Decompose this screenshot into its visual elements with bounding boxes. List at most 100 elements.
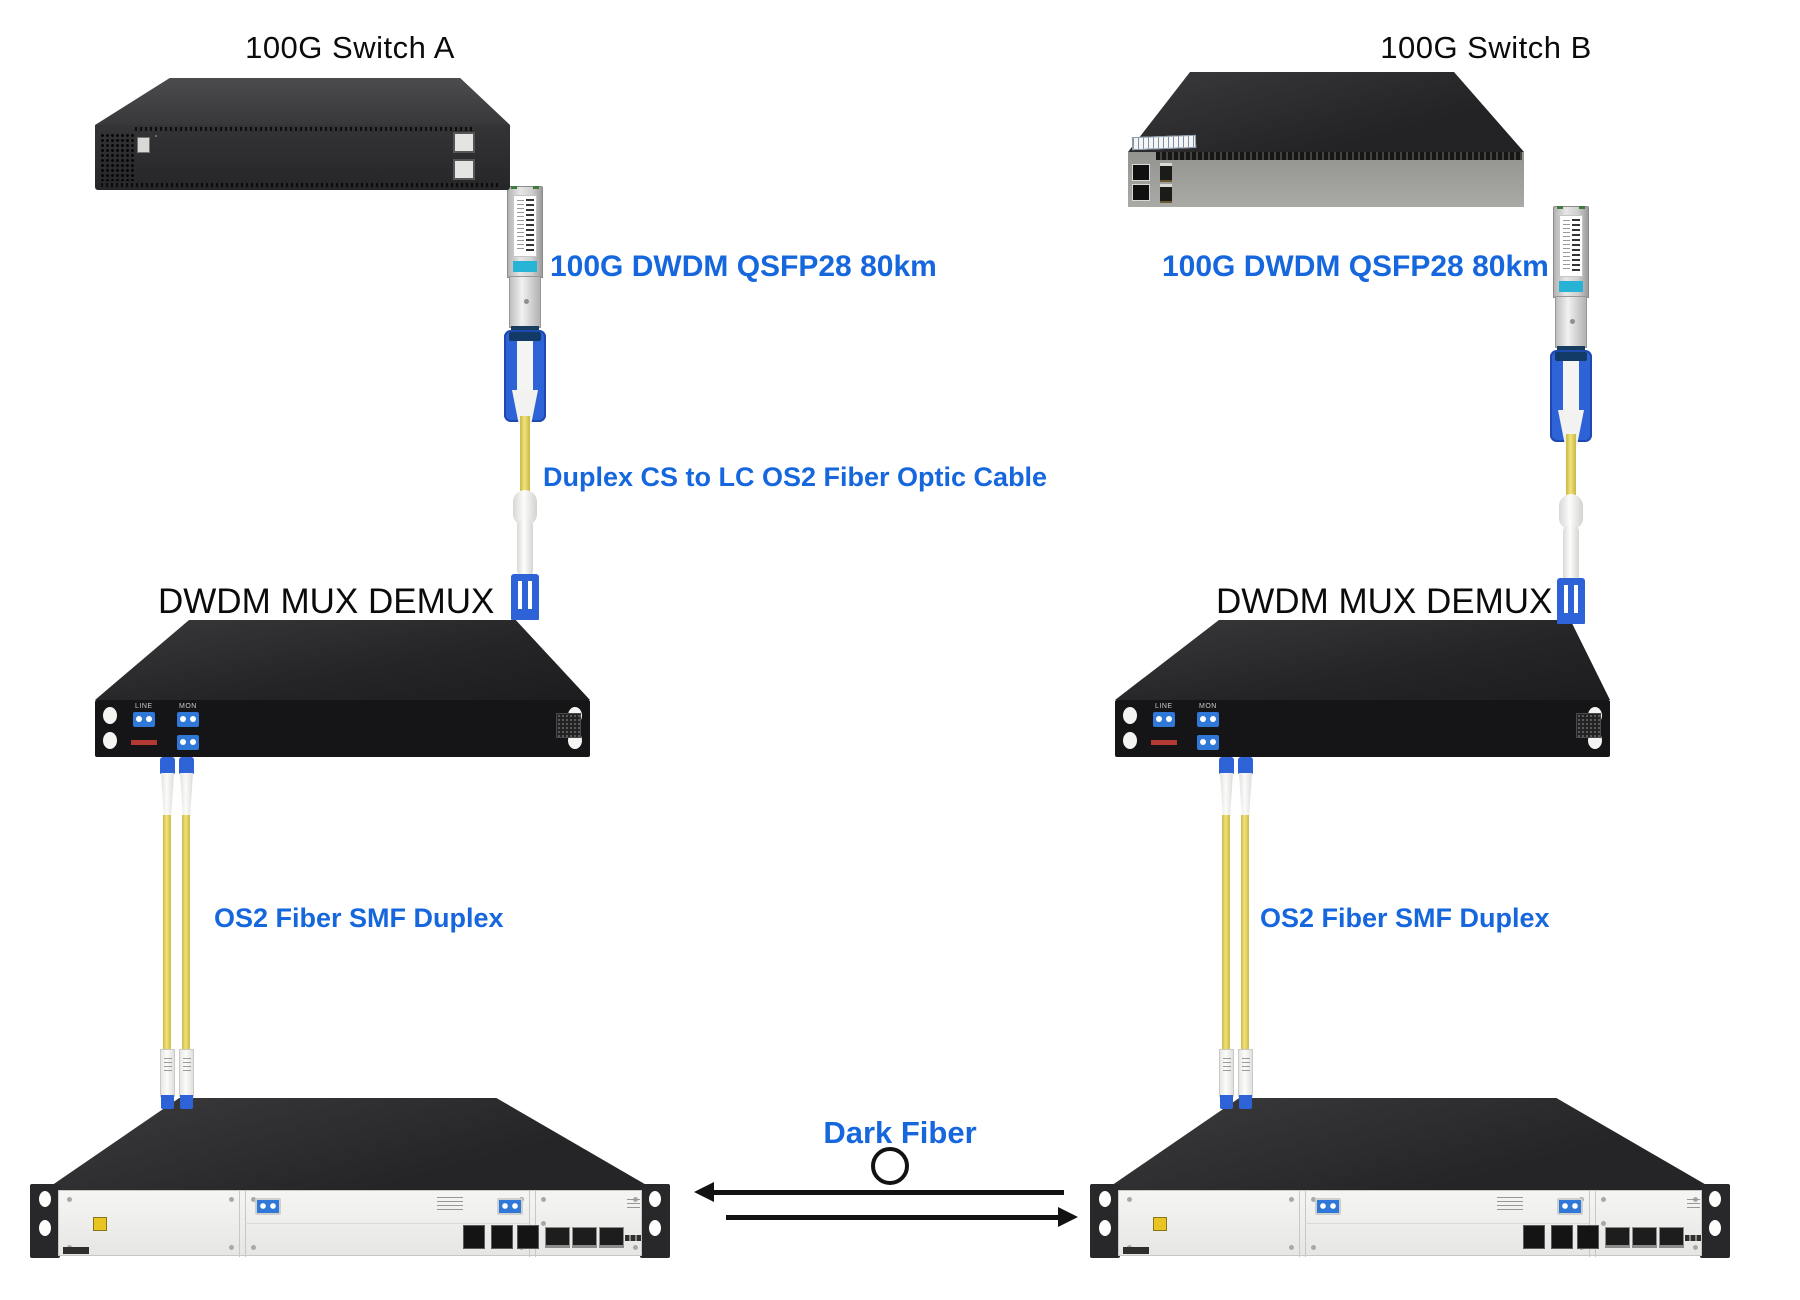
- brand-mark: [131, 740, 157, 745]
- lc-connector-body: [180, 773, 193, 817]
- laser-warning-icon: [93, 1217, 107, 1231]
- module-seam: [535, 1191, 536, 1257]
- sfp-cage: [545, 1227, 570, 1248]
- console-port: [137, 137, 150, 153]
- lc-connector-body: [1238, 1049, 1253, 1097]
- rj45-port: [517, 1225, 539, 1249]
- mon-port-label: MON: [179, 703, 197, 710]
- chassis-top-cover: [45, 1098, 655, 1190]
- module-seam: [247, 1223, 529, 1224]
- management-ports: [453, 132, 477, 184]
- dark-fiber-annotation: Dark Fiber: [823, 1115, 977, 1150]
- panel-print: [627, 1199, 640, 1211]
- channel-port-grid: [1243, 782, 1573, 835]
- panel-print: [437, 1197, 463, 1211]
- chassis-top-cover: [1105, 1098, 1715, 1190]
- sfp-cage: [1659, 1227, 1684, 1248]
- mux-annotation-left: DWDM MUX DEMUX: [158, 582, 495, 621]
- dwdm-mux-demux-b: LINE MON: [1115, 620, 1610, 757]
- lc-connector-top: [1238, 757, 1253, 774]
- brand-tag: [513, 261, 537, 272]
- module-seam: [1299, 1191, 1300, 1257]
- status-leds: [1685, 1235, 1701, 1241]
- screw: [1311, 1197, 1316, 1202]
- switch-b-device: [1126, 72, 1526, 207]
- rj45-port: [1523, 1225, 1545, 1249]
- fiber-patch-segment: [520, 416, 530, 494]
- sfp-cage: [1632, 1227, 1657, 1248]
- line-mon-port-block: LINE MON: [131, 702, 217, 755]
- rack-ear-right: [640, 1184, 670, 1258]
- lc-connector-top: [1219, 757, 1234, 774]
- asset-sticker: [1131, 134, 1197, 151]
- module-seam: [529, 1191, 530, 1257]
- transport-chassis-b: [1090, 1098, 1730, 1260]
- lc-connector-top: [160, 757, 175, 774]
- mux-front-panel: LINE MON: [95, 700, 590, 757]
- rj45-port: [1551, 1225, 1573, 1249]
- screw: [1601, 1197, 1606, 1202]
- mux-annotation-right: DWDM MUX DEMUX: [1216, 582, 1553, 621]
- cable-boot-tube: [517, 520, 533, 576]
- switch-a-device: [95, 78, 510, 190]
- dark-fiber-line-top: [712, 1190, 1064, 1195]
- lc-connector: [1557, 578, 1585, 624]
- os2-annotation-right: OS2 Fiber SMF Duplex: [1260, 903, 1550, 933]
- mux-front-panel: LINE MON: [1115, 700, 1610, 757]
- brand-mark: [1151, 740, 1177, 745]
- screw: [1311, 1245, 1316, 1250]
- rack-ear-left: [1090, 1184, 1120, 1258]
- module-seam: [239, 1191, 240, 1257]
- transport-chassis-a: [30, 1098, 670, 1260]
- cs-cable-annotation: Duplex CS to LC OS2 Fiber Optic Cable: [543, 462, 1048, 492]
- cs-connector: [504, 330, 546, 422]
- lc-connector-body: [1220, 773, 1233, 817]
- os2-fiber-strand: [163, 815, 171, 1051]
- lc-connector-body: [179, 1049, 194, 1097]
- lc-connector-body: [1239, 773, 1252, 817]
- qsfp-cage: [155, 135, 157, 137]
- screw: [251, 1197, 256, 1202]
- vent-holes-strip: [135, 127, 475, 131]
- module-seam: [1307, 1223, 1589, 1224]
- vent-slots-strip: [1156, 152, 1522, 160]
- os2-duplex-cable-b: [1219, 757, 1279, 1109]
- screw: [251, 1245, 256, 1250]
- transceiver-housing: [1555, 296, 1587, 348]
- channel-port-grid: [223, 782, 553, 835]
- os2-fiber-strand: [1222, 815, 1230, 1051]
- screw: [1693, 1245, 1698, 1250]
- transceiver-barcode-label: [1559, 215, 1583, 277]
- switch-a-front-panel: [95, 125, 510, 190]
- lc-connector-tip: [180, 1095, 193, 1109]
- sfp-port: [1160, 184, 1172, 203]
- rj45-port: [491, 1225, 513, 1249]
- screw: [541, 1221, 546, 1226]
- screw: [229, 1245, 234, 1250]
- screw: [1289, 1197, 1294, 1202]
- line-port-label: LINE: [1155, 703, 1173, 710]
- screw: [229, 1197, 234, 1202]
- mon-lc-port: [1197, 712, 1219, 727]
- lc-connector-body: [1219, 1049, 1234, 1097]
- rj45-port: [1577, 1225, 1599, 1249]
- brand-tag: [1559, 281, 1583, 292]
- lc-connector-body: [161, 773, 174, 817]
- status-leds: [625, 1235, 641, 1241]
- module-seam: [245, 1191, 246, 1257]
- lc-connector-tip: [1239, 1095, 1252, 1109]
- laser-warning-icon: [1153, 1217, 1167, 1231]
- mon-lc-port: [177, 712, 199, 727]
- chassis-front-panel: [1118, 1190, 1702, 1257]
- mon-port-label: MON: [1199, 703, 1217, 710]
- switch-a-top-cover: [95, 78, 510, 125]
- management-ports: [1132, 164, 1156, 204]
- mux-top-cover: [95, 620, 590, 700]
- os2-fiber-strand: [1241, 815, 1249, 1051]
- lc-duplex-adapter: [1315, 1198, 1341, 1215]
- line-lc-port: [133, 712, 155, 727]
- panel-print: [1687, 1199, 1700, 1211]
- sfp-cage: [572, 1227, 597, 1248]
- dwdm-mux-demux-a: LINE MON: [95, 620, 590, 757]
